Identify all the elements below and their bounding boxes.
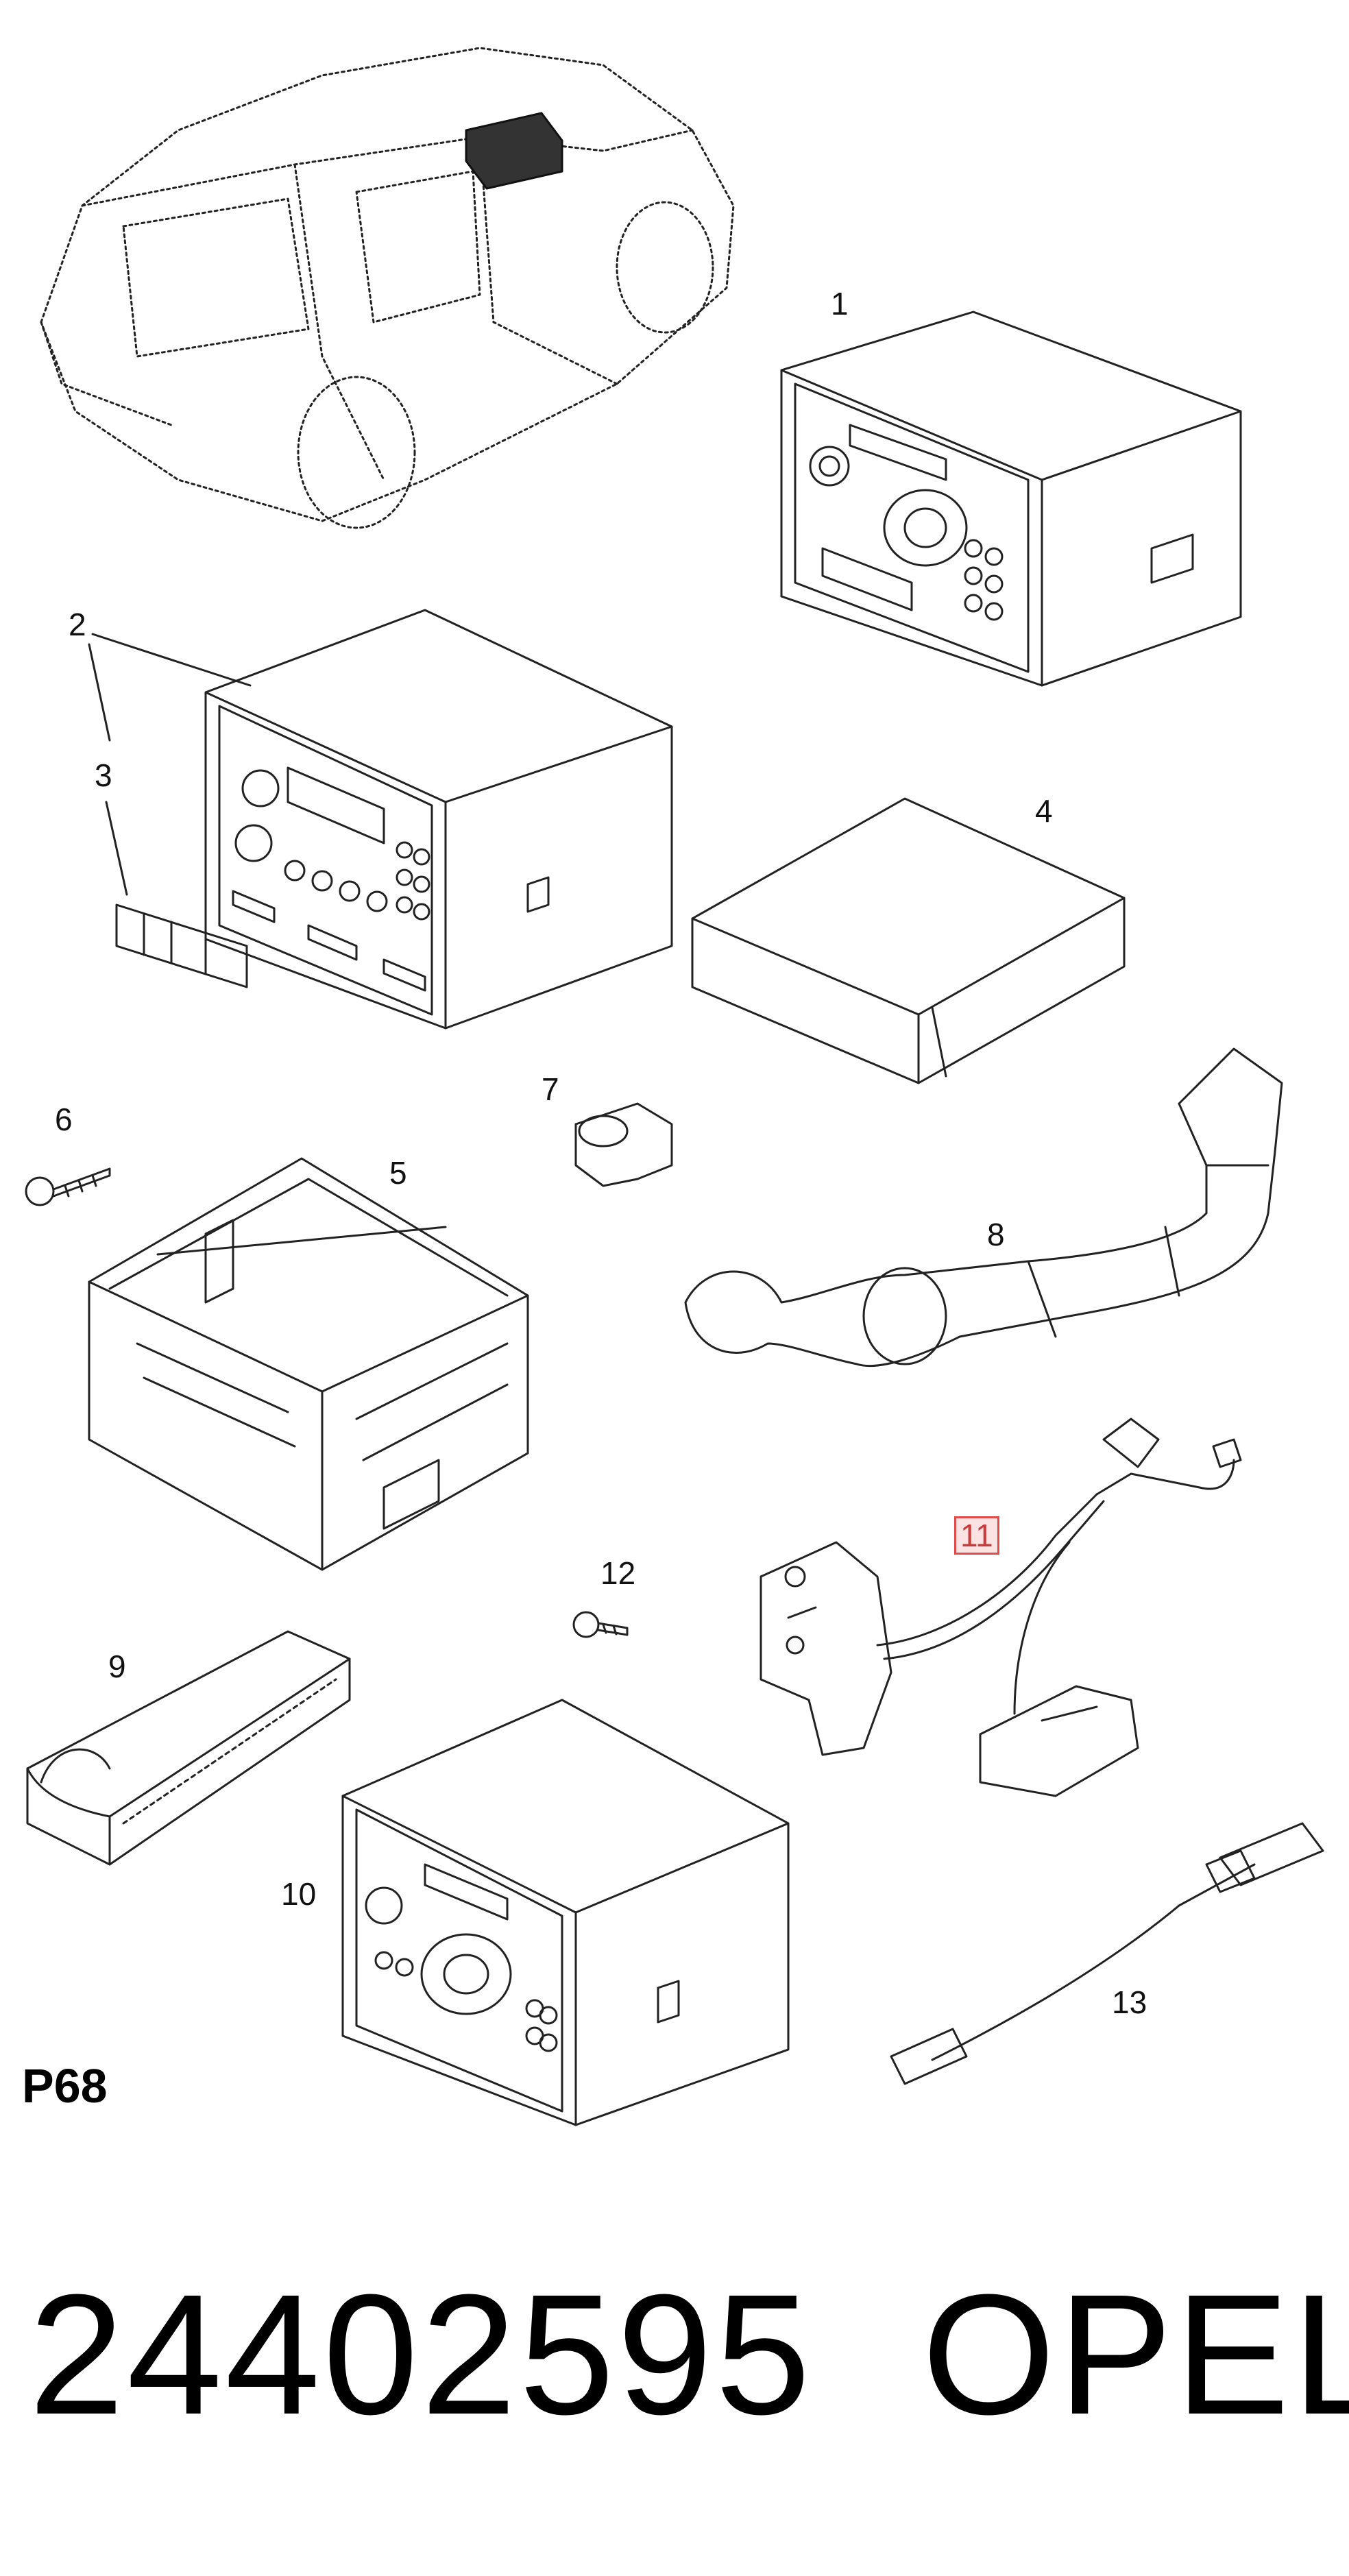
callout-7: 7 [542, 1071, 559, 1107]
callout-11: 11 [954, 1516, 999, 1555]
mounting-frame-5 [88, 1157, 529, 1571]
callout-12: 12 [600, 1555, 636, 1591]
part-number: 24402595 [29, 2259, 814, 2450]
button-panel-3 [115, 903, 248, 988]
callout-3: 3 [95, 757, 112, 793]
callout-4: 4 [1035, 793, 1053, 829]
vehicle-radio-location [465, 112, 563, 190]
callout-10: 10 [281, 1876, 317, 1912]
screw-6 [25, 1167, 111, 1206]
radio-unit-10 [341, 1699, 790, 2126]
steering-controls-11 [759, 1418, 1242, 1797]
tray-part-4 [691, 797, 1126, 1084]
callout-13: 13 [1112, 1984, 1147, 2020]
cable-13 [890, 1822, 1324, 2085]
callout-5: 5 [389, 1155, 407, 1191]
screw-12 [572, 1611, 629, 1638]
callout-9: 9 [108, 1649, 126, 1684]
air-duct-8 [684, 1047, 1283, 1368]
leader-lines [88, 633, 252, 896]
callout-2: 2 [69, 607, 86, 642]
brand-name: OPEL [922, 2259, 1349, 2450]
radio-unit-2 [204, 609, 673, 1030]
clip-7 [574, 1102, 673, 1187]
page-code: P68 [22, 2059, 108, 2113]
vehicle-outline [40, 47, 735, 529]
radio-unit-1 [780, 311, 1242, 687]
callout-6: 6 [55, 1102, 73, 1137]
callout-8: 8 [987, 1217, 1005, 1252]
callout-1: 1 [831, 286, 849, 321]
cover-9 [26, 1630, 351, 1866]
